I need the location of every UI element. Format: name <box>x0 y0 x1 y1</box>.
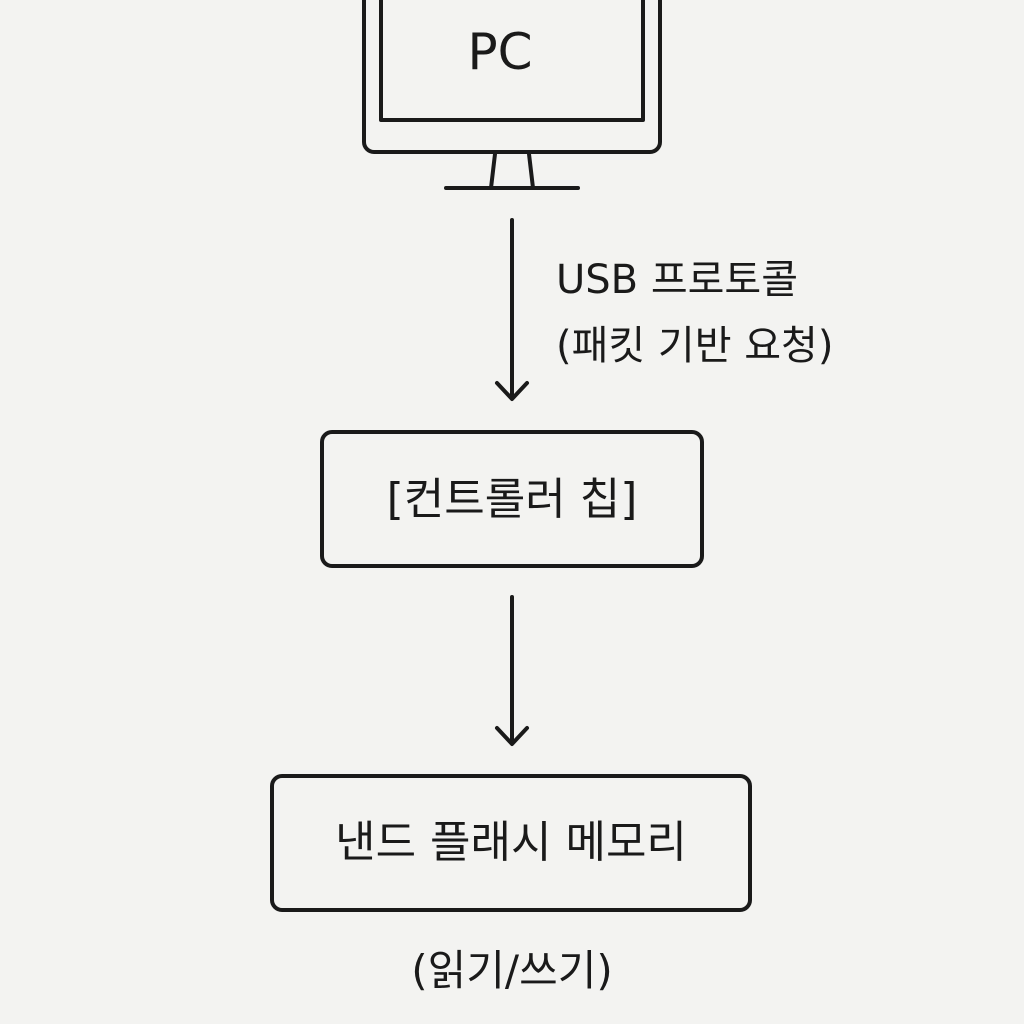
monitor-outer-frame <box>362 0 662 154</box>
monitor-stand-left <box>489 152 497 190</box>
packet-request-label: (패킷 기반 요청) <box>556 323 834 369</box>
nand-flash-label: 낸드 플래시 메모리 <box>335 817 687 868</box>
nand-flash-box <box>270 774 752 912</box>
usb-protocol-label: USB 프로토콜 <box>556 257 799 303</box>
monitor-stand-right <box>527 152 535 190</box>
monitor-screen <box>379 0 645 122</box>
controller-chip-label: [컨트롤러 칩] <box>386 474 638 525</box>
pc-label: PC <box>467 23 533 81</box>
arrow-controller-to-nand <box>495 595 529 746</box>
pc-monitor-icon <box>362 0 662 190</box>
controller-chip-box <box>320 430 704 568</box>
arrow-pc-to-controller <box>495 218 529 401</box>
read-write-label: (읽기/쓰기) <box>411 946 613 995</box>
